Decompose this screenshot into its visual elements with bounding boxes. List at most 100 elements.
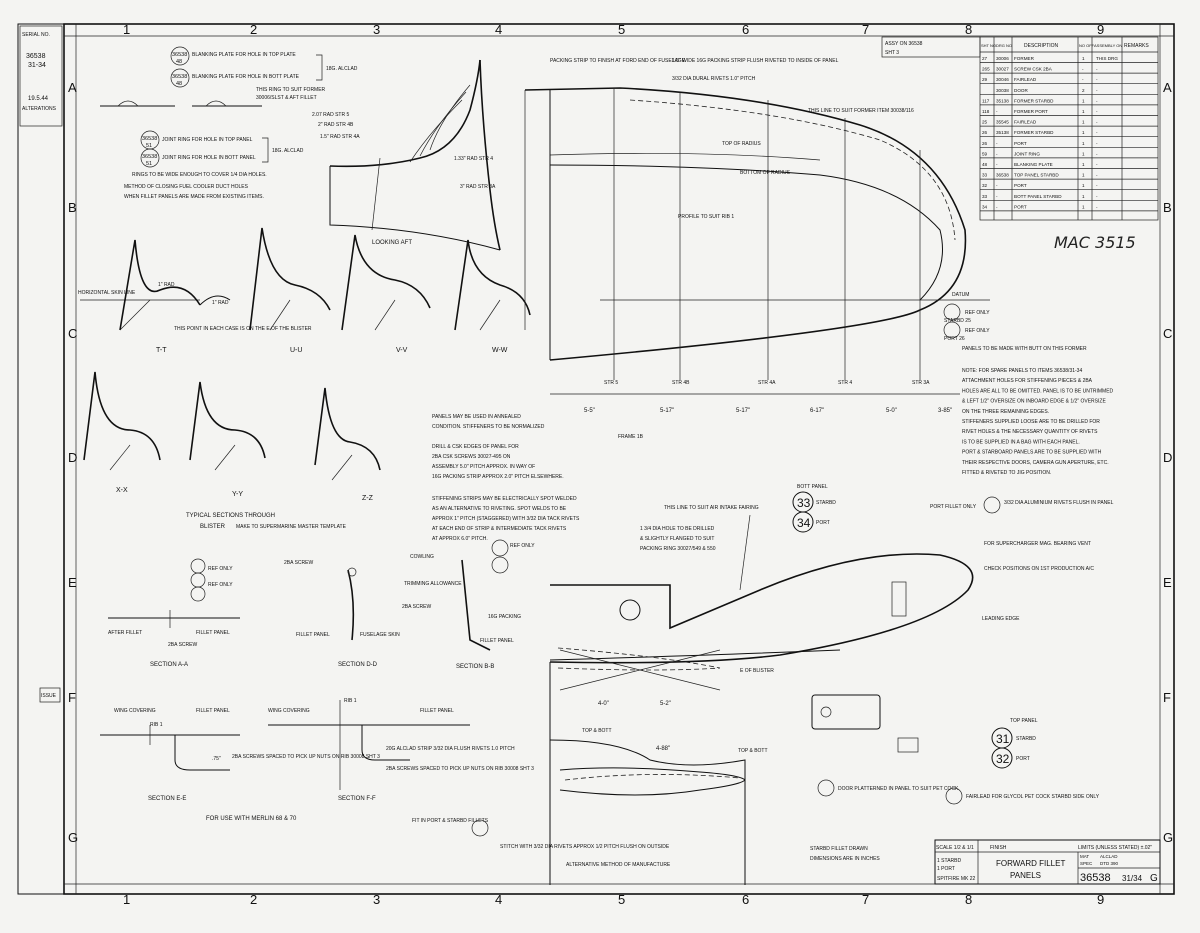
note-text: BLANKING PLATE FOR HOLE IN BOTT PLATE xyxy=(192,74,300,80)
note-text: HORIZONTAL SKIN LINE xyxy=(78,290,136,296)
table-cell: PORT xyxy=(1014,183,1027,188)
strip-text: 31-34 xyxy=(28,62,46,69)
table-cell: - xyxy=(1096,173,1098,178)
table-cell: 1 xyxy=(1082,141,1085,146)
callout-text: STARBD 25 xyxy=(944,318,971,324)
note-text: 2BA SCREW xyxy=(402,604,431,610)
upper-plan-view: PACKING STRIP TO FINISH AT FORD END OF F… xyxy=(524,58,1087,414)
typical-sections-mid: X-X Y-Y Z-Z TYPICAL SECTIONS THROUGH BLI… xyxy=(83,371,381,530)
grid-row: G xyxy=(68,830,78,845)
note-text: REF ONLY xyxy=(208,566,233,572)
note-line: NOTE: FOR SPARE PANELS TO ITEMS 36538/31… xyxy=(962,368,1082,374)
title-text: SCALE 1/2 & 1/1 xyxy=(936,845,974,851)
grid-col: 6 xyxy=(742,892,749,907)
note-line: PORT & STARBOARD PANELS ARE TO BE SUPPLI… xyxy=(962,450,1102,456)
callout-text: 51 xyxy=(146,161,152,167)
table-cell: 34 xyxy=(982,204,988,209)
dimension-label: 6-17" xyxy=(810,408,824,414)
table-cell: - xyxy=(1096,67,1098,72)
note-text: THIS RING TO SUIT FORMER xyxy=(256,87,326,93)
note-line: ON THE THREE REMAINING EDGES. xyxy=(962,409,1049,415)
note-text: RINGS TO BE WIDE ENOUGH TO COVER 1/4 DIA… xyxy=(132,172,267,178)
grid-col: 3 xyxy=(373,22,380,37)
grid-col: 5 xyxy=(618,892,625,907)
title-text: FINISH xyxy=(990,845,1007,851)
note-text: METHOD OF CLOSING FUEL COOLER DUCT HOLES xyxy=(124,184,249,190)
note-text: TOP & BOTT xyxy=(738,748,768,754)
section-label: U-U xyxy=(290,347,302,354)
grid-col: 4 xyxy=(495,22,502,37)
grid-row: D xyxy=(1163,450,1172,465)
note-line: CONDITION. STIFFENERS TO BE NORMALIZED xyxy=(432,424,545,430)
note-text: FIT IN PORT & STARBD FILLETS xyxy=(412,818,489,824)
note-text: 2BA SCREW xyxy=(284,560,313,566)
note-text: REF ONLY xyxy=(208,582,233,588)
title-text: ALCLAD xyxy=(1100,854,1118,859)
note-text: TOP & BOTT xyxy=(582,728,612,734)
section-label: V-V xyxy=(396,347,408,354)
grid-row: F xyxy=(1163,690,1171,705)
table-text: ASSY ON 36538 xyxy=(885,41,923,47)
table-cell: 35138 xyxy=(996,130,1009,135)
note-text: DIMENSIONS ARE IN INCHES xyxy=(810,856,880,862)
note-text: 2BA SCREWS SPACED TO PICK UP NUTS ON RIB… xyxy=(386,766,534,772)
looking-aft-view: THIS RING TO SUIT FORMER 30006/SLST & AF… xyxy=(256,59,501,251)
note-text: 1 3/4 DIA HOLE TO BE DRILLED xyxy=(640,526,715,532)
left-strip-border xyxy=(17,23,65,895)
drawing-number: 36538 xyxy=(1080,872,1111,884)
grid-col: 6 xyxy=(742,22,749,37)
section-label: SECTION F-F xyxy=(338,796,376,802)
note-line: DRILL & CSK EDGES OF PANEL FOR xyxy=(432,444,519,450)
table-cell: - xyxy=(996,194,998,199)
note-line: RIVET HOLES & THE NECESSARY QUANTITY OF … xyxy=(962,429,1098,435)
table-header: NO OFF xyxy=(1079,43,1095,48)
table-cell: 1 xyxy=(1082,151,1085,156)
dimension-label: 5-2" xyxy=(660,701,671,707)
grid-col: 2 xyxy=(250,892,257,907)
note-text: RIB 1 xyxy=(344,698,357,704)
note-text: THIS LINE TO SUIT AIR INTAKE FAIRING xyxy=(664,505,759,511)
title-text: SPEC xyxy=(1080,861,1093,866)
note-text: COWLING xyxy=(410,554,434,560)
panel-outline xyxy=(524,87,967,361)
part-callout-circle xyxy=(943,303,961,321)
strip-text: SERIAL NO. xyxy=(22,32,50,38)
table-cell: - xyxy=(996,151,998,156)
section-label: W-W xyxy=(492,347,508,354)
note-text: FAIRLEAD FOR GLYCOL PET COCK STARBD SIDE… xyxy=(966,794,1100,800)
table-cell: FORMER PORT xyxy=(1014,109,1048,114)
note-text: JOINT RING FOR HOLE IN TOP PANEL xyxy=(162,137,253,143)
title-text: 1 PORT xyxy=(937,866,955,872)
callout-text: REF ONLY xyxy=(965,328,990,334)
note-text: E OF BLISTER xyxy=(740,668,774,674)
table-header: SHT NO xyxy=(981,43,996,48)
note-text: FILLET PANEL xyxy=(420,708,454,714)
table-cell: FAIRLEAD xyxy=(1014,120,1037,125)
note-text: FRAME 1B xyxy=(618,434,644,440)
note-line: IS TO BE SUPPLIED IN A BAG WITH EACH PAN… xyxy=(962,439,1080,445)
note-line: STIFFENERS SUPPLIED LOOSE ARE TO BE DRIL… xyxy=(962,419,1100,425)
table-cell: - xyxy=(1096,151,1098,156)
note-text: BLISTER xyxy=(200,524,226,530)
callout-text: 48 xyxy=(176,59,182,65)
table-cell: - xyxy=(1096,88,1098,93)
note-text: 2BA SCREW xyxy=(168,642,197,648)
panel-outline xyxy=(549,553,974,664)
grid-row: A xyxy=(68,80,77,95)
title-text: LIMITS (UNLESS STATED) ±.02" xyxy=(1078,845,1152,851)
strip-text: ALTERATIONS xyxy=(22,106,57,112)
note-text: DOOR PLATTERNED IN PANEL TO SUIT PET COC… xyxy=(838,786,959,792)
note-line: 16G PACKING STRIP APPROX 2.0" PITCH ELSE… xyxy=(432,474,564,480)
grid-col: 7 xyxy=(862,892,869,907)
hole-circle xyxy=(619,599,641,621)
table-cell: 36538 xyxy=(996,173,1009,178)
callout-text: FOR SUPERCHARGER MAG. BEARING VENT xyxy=(984,541,1091,547)
callout-number: 32 xyxy=(996,752,1010,766)
radius-label: 1" RAD xyxy=(158,282,175,288)
dimension-label: 3-85" xyxy=(938,408,952,414)
note-line: STIFFENING STRIPS MAY BE ELECTRICALLY SP… xyxy=(432,496,577,502)
note-line: PANELS MAY BE USED IN ANNEALED xyxy=(432,414,521,420)
callout-text: 36538 xyxy=(172,52,187,58)
table-cell: 117 xyxy=(982,98,990,103)
